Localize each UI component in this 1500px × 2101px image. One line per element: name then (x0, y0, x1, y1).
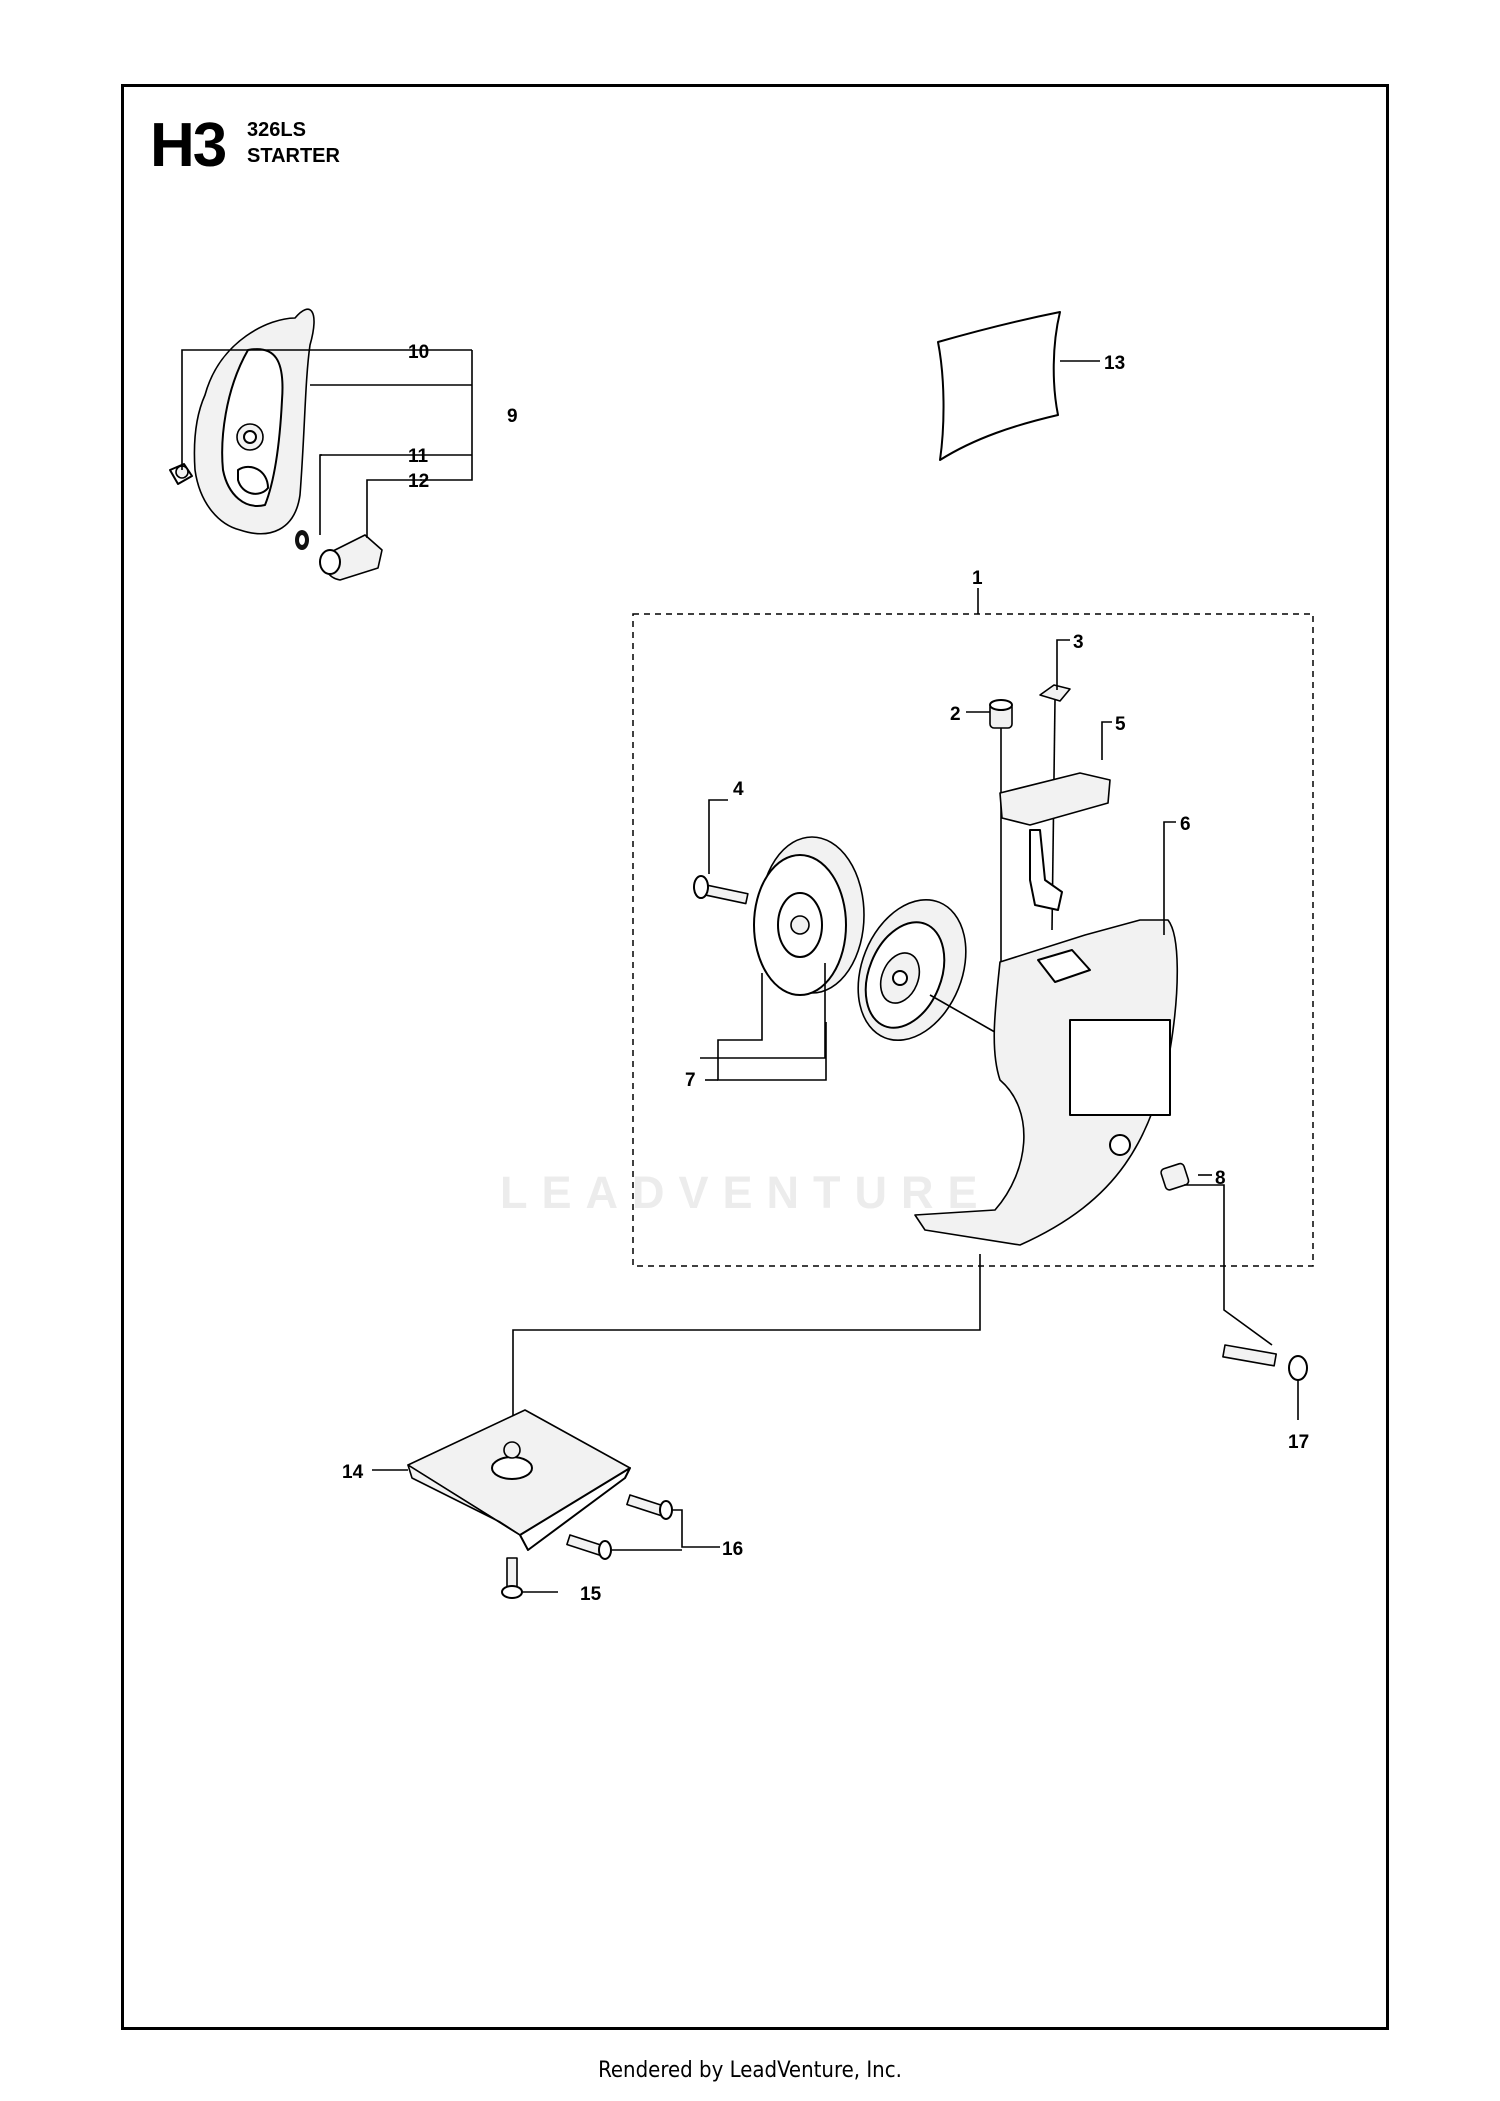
leader-16 (672, 1509, 720, 1548)
part-16-screw-b[interactable] (566, 1534, 612, 1560)
part-11-washer[interactable] (295, 530, 309, 550)
callout-2: 2 (950, 704, 961, 725)
callout-9: 9 (507, 406, 518, 427)
callout-11: 11 (408, 446, 429, 467)
part-4-screw[interactable] (693, 875, 749, 905)
part-7-recoil-spring[interactable] (838, 884, 985, 1057)
part-17-screw[interactable] (1222, 1344, 1308, 1381)
leader-7 (717, 963, 826, 1059)
leader-3 (1056, 639, 1070, 690)
callout-10: 10 (408, 342, 429, 363)
leader-12 (366, 479, 422, 538)
section-code: H3 (150, 111, 227, 180)
leader-11 (319, 454, 422, 535)
model-name: 326LS (247, 119, 306, 141)
callout-4: 4 (733, 779, 744, 800)
footer-credit: Rendered by LeadVenture, Inc. (598, 2058, 902, 2083)
callout-15: 15 (580, 1584, 602, 1605)
leader-5 (1101, 721, 1112, 760)
callout-16: 16 (722, 1539, 743, 1560)
part-9-starter-cover-assembly[interactable] (193, 308, 315, 535)
part-14-mounting-plate[interactable] (407, 1409, 631, 1551)
callout-6: 6 (1180, 814, 1191, 835)
leader-6 (1163, 821, 1176, 935)
part-8-bushing[interactable] (1160, 1162, 1190, 1191)
callout-8: 8 (1215, 1168, 1226, 1189)
callout-1: 1 (972, 568, 983, 589)
leader-9 (420, 350, 473, 481)
part-7-pulley[interactable] (753, 836, 865, 996)
part-6-starter-housing[interactable] (914, 919, 1179, 1246)
leader-10 (181, 349, 422, 470)
diagram-frame (121, 84, 1389, 2030)
part-15-screw[interactable] (501, 1557, 523, 1599)
part-13-decal[interactable] (937, 311, 1061, 461)
part-10-screw[interactable] (169, 463, 193, 485)
watermark-text: LEADVENTURE (500, 1167, 992, 1218)
part-2-bushing[interactable] (989, 699, 1013, 729)
callout-17: 17 (1288, 1432, 1309, 1453)
callout-13: 13 (1104, 353, 1125, 374)
leader-14-link (512, 1254, 981, 1445)
callout-5: 5 (1115, 714, 1126, 735)
leader-4 (708, 799, 728, 874)
assembly-boundary (632, 613, 1314, 1267)
part-16-screw-a[interactable] (626, 1494, 673, 1520)
diagram-title: STARTER (247, 145, 340, 167)
callout-3: 3 (1073, 632, 1084, 653)
callout-7: 7 (685, 1070, 696, 1091)
part-5-starter-handle[interactable] (999, 772, 1111, 911)
callout-12: 12 (408, 471, 429, 492)
callout-14: 14 (342, 1462, 364, 1483)
part-12-pawl[interactable] (319, 534, 383, 581)
leader-17 (1184, 1184, 1273, 1346)
